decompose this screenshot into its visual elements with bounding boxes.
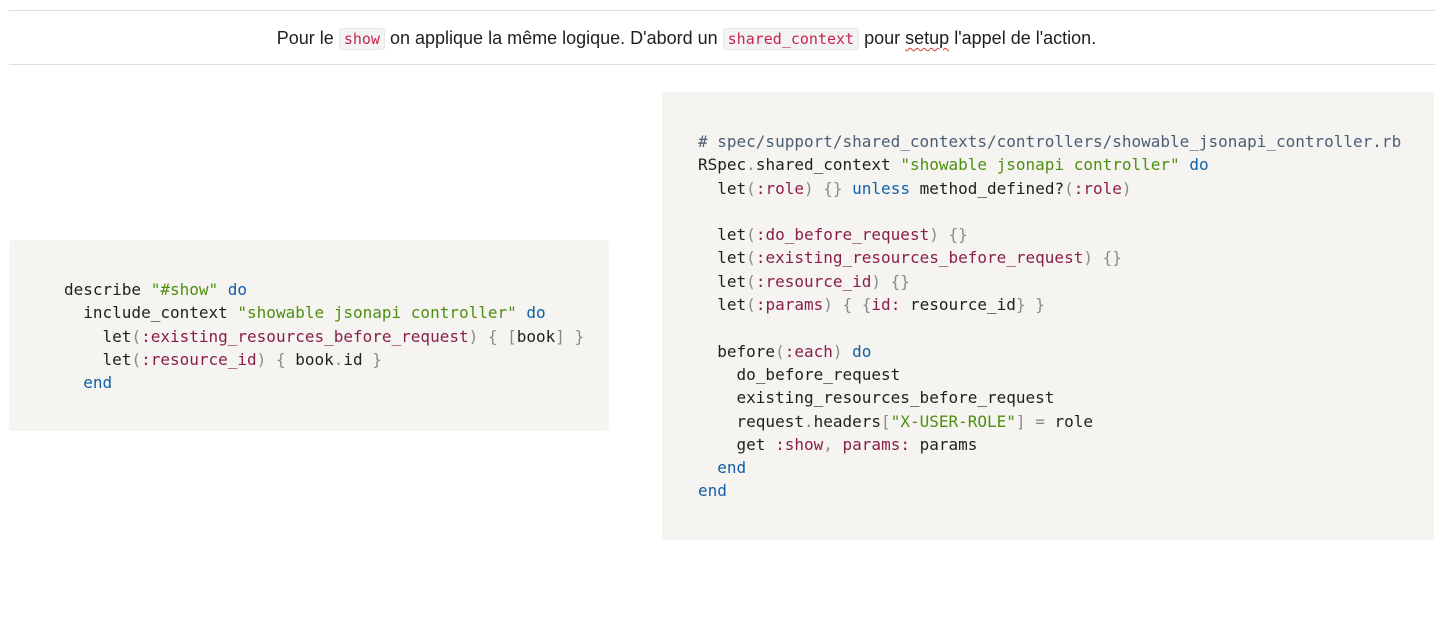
intro-paragraph: Pour le show on applique la même logique… (0, 25, 1373, 52)
section-divider (9, 64, 1435, 65)
intro-text-4: l'appel de l'action. (954, 28, 1097, 48)
intro-text-3: pour (864, 28, 901, 48)
inline-code-show: show (338, 28, 385, 50)
top-divider (9, 10, 1435, 11)
code-block-shared-context: # spec/support/shared_contexts/controlle… (662, 92, 1434, 540)
code-shared-context: # spec/support/shared_contexts/controlle… (698, 132, 1402, 501)
intro-text-1: Pour le (276, 28, 334, 48)
inline-code-shared-context: shared_context (722, 28, 860, 50)
intro-text-2: on applique la même logique. D'abord un (389, 28, 718, 48)
code-block-describe-show: describe "#show" do include_context "sho… (9, 240, 609, 431)
spellcheck-word-setup[interactable]: setup (905, 28, 950, 48)
code-describe-show: describe "#show" do include_context "sho… (64, 280, 585, 393)
